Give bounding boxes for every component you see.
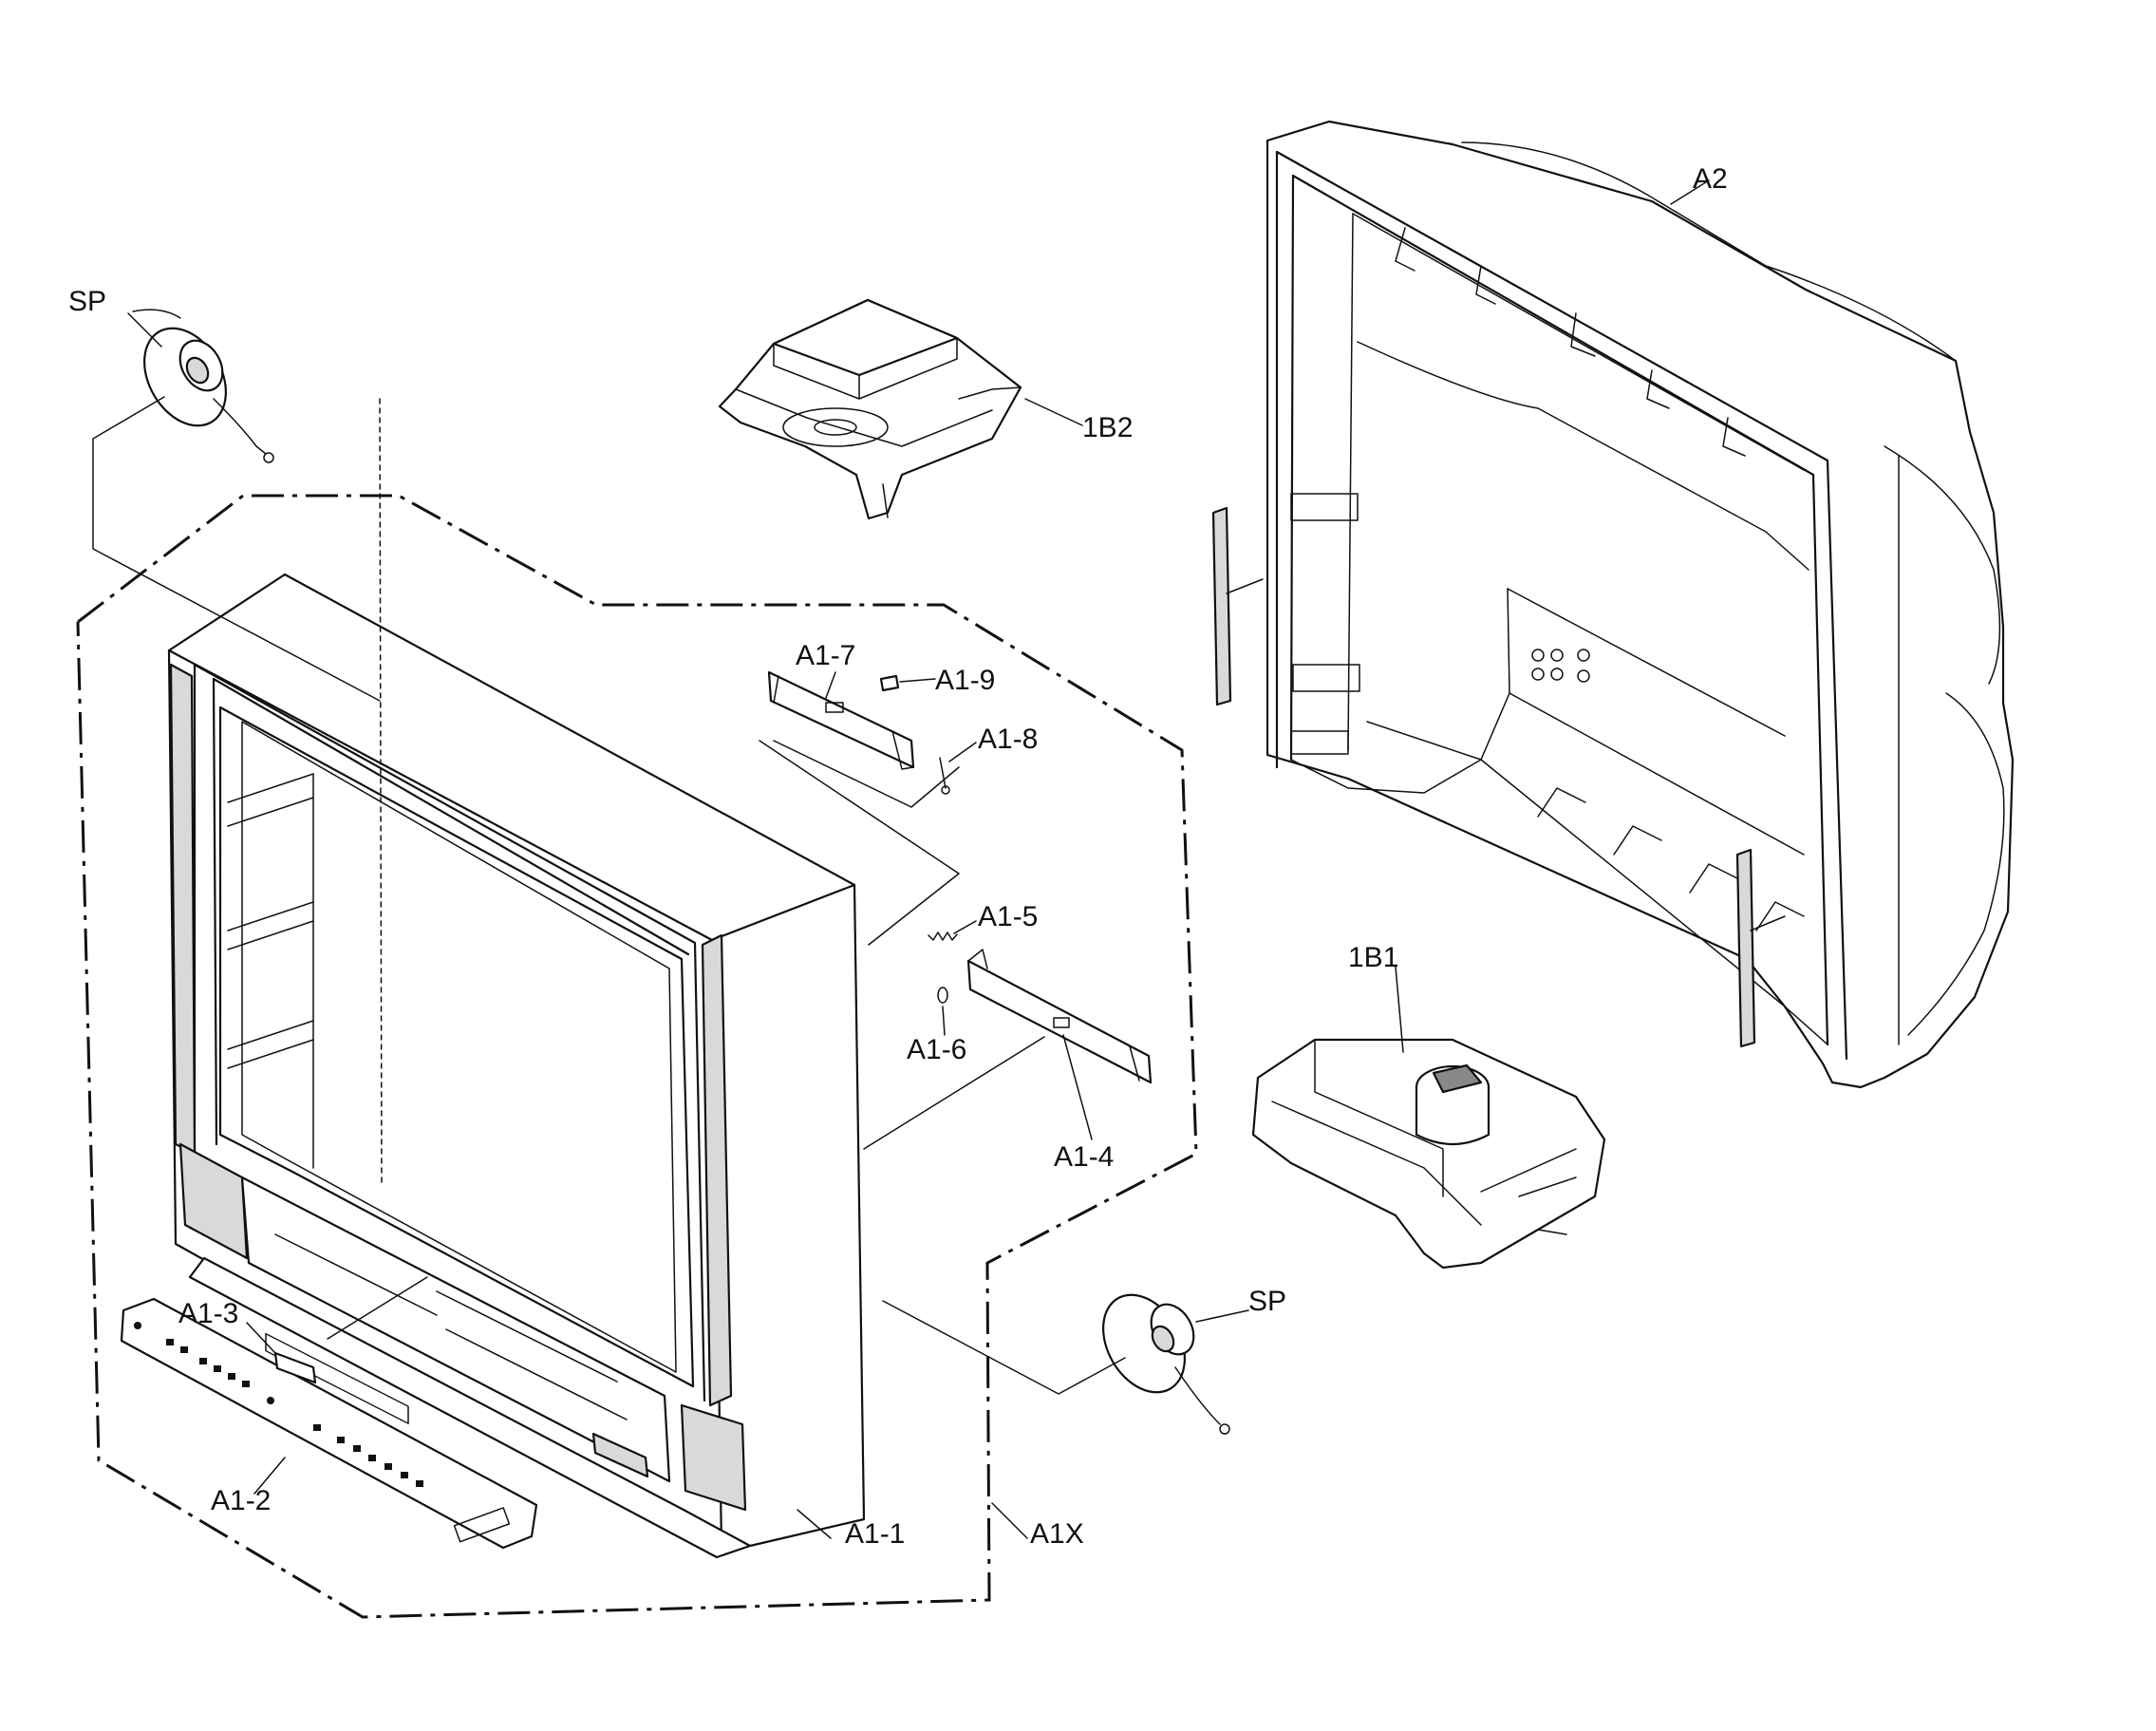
label-a1-5: A1-5 bbox=[978, 901, 1038, 932]
label-a1-9: A1-9 bbox=[935, 665, 995, 696]
dvd-unit-1b2 bbox=[718, 298, 1022, 520]
label-a1-2: A1-2 bbox=[211, 1485, 271, 1516]
label-a1-3: A1-3 bbox=[178, 1298, 238, 1329]
vcr-mechanism-1b1 bbox=[1251, 1038, 1606, 1270]
part-a1-6 bbox=[937, 987, 948, 1004]
guide-lines bbox=[92, 396, 1126, 1395]
bracket-a1-4 bbox=[966, 949, 1153, 1084]
label-a1-7: A1-7 bbox=[796, 640, 855, 671]
part-a1-8 bbox=[939, 757, 950, 795]
rear-cabinet-a2 bbox=[1265, 120, 2015, 1089]
part-labels: SP A2 1B2 A1-7 A1-9 A1-8 A1-5 A1-6 A1-4 … bbox=[68, 163, 1728, 1550]
side-strips bbox=[1211, 506, 1786, 1048]
label-a1-8: A1-8 bbox=[978, 724, 1038, 755]
label-a2: A2 bbox=[1693, 163, 1728, 195]
speaker-bottom-sp bbox=[1102, 1293, 1230, 1435]
leader-lines bbox=[127, 179, 1710, 1539]
label-1b2: 1B2 bbox=[1082, 412, 1133, 443]
label-1b1: 1B1 bbox=[1348, 942, 1398, 973]
spring-a1-5 bbox=[928, 931, 958, 941]
label-a1-4: A1-4 bbox=[1054, 1141, 1114, 1173]
front-cabinet-a1-1 bbox=[167, 398, 866, 1559]
label-a1-6: A1-6 bbox=[907, 1034, 966, 1065]
part-a1-9 bbox=[879, 674, 900, 692]
speaker-top-sp bbox=[143, 327, 274, 463]
bracket-a1-7 bbox=[767, 670, 915, 770]
label-sp-top: SP bbox=[68, 286, 106, 317]
label-a1x: A1X bbox=[1030, 1518, 1084, 1550]
a1x-boundary bbox=[76, 494, 1198, 1619]
front-panel-a1-2 bbox=[120, 1297, 538, 1550]
label-a1-1: A1-1 bbox=[845, 1518, 905, 1550]
label-sp-bottom: SP bbox=[1248, 1286, 1286, 1317]
part-a1-3 bbox=[273, 1351, 317, 1384]
